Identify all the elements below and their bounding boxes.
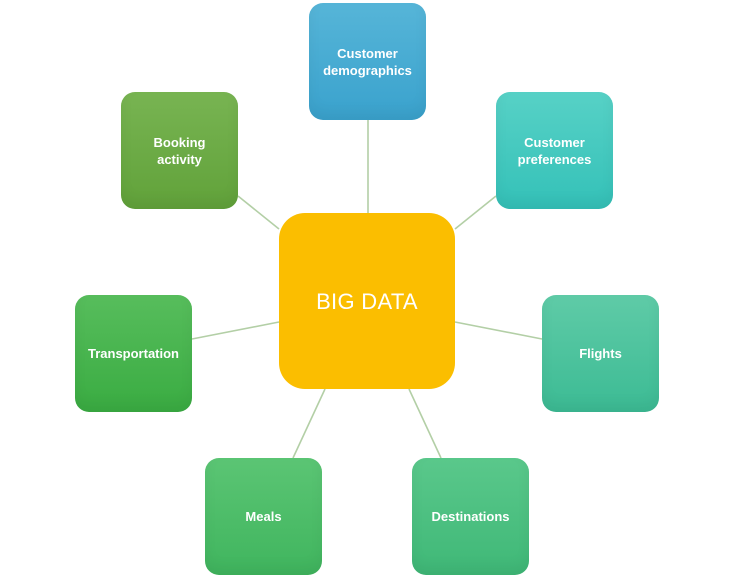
node-booking-activity: Booking activity xyxy=(121,92,238,209)
node-customer-preferences: Customer preferences xyxy=(496,92,613,209)
connector-flights xyxy=(454,321,543,340)
node-flights: Flights xyxy=(542,295,659,412)
node-big-data: BIG DATA xyxy=(279,213,455,389)
connector-booking-activity xyxy=(237,195,280,230)
node-customer-demographics: Customer demographics xyxy=(309,3,426,120)
connector-transportation xyxy=(191,321,280,340)
node-destinations: Destinations xyxy=(412,458,529,575)
connector-meals xyxy=(292,388,326,459)
node-meals: Meals xyxy=(205,458,322,575)
connector-destinations xyxy=(408,388,442,459)
connector-customer-preferences xyxy=(454,195,497,230)
node-transportation: Transportation xyxy=(75,295,192,412)
